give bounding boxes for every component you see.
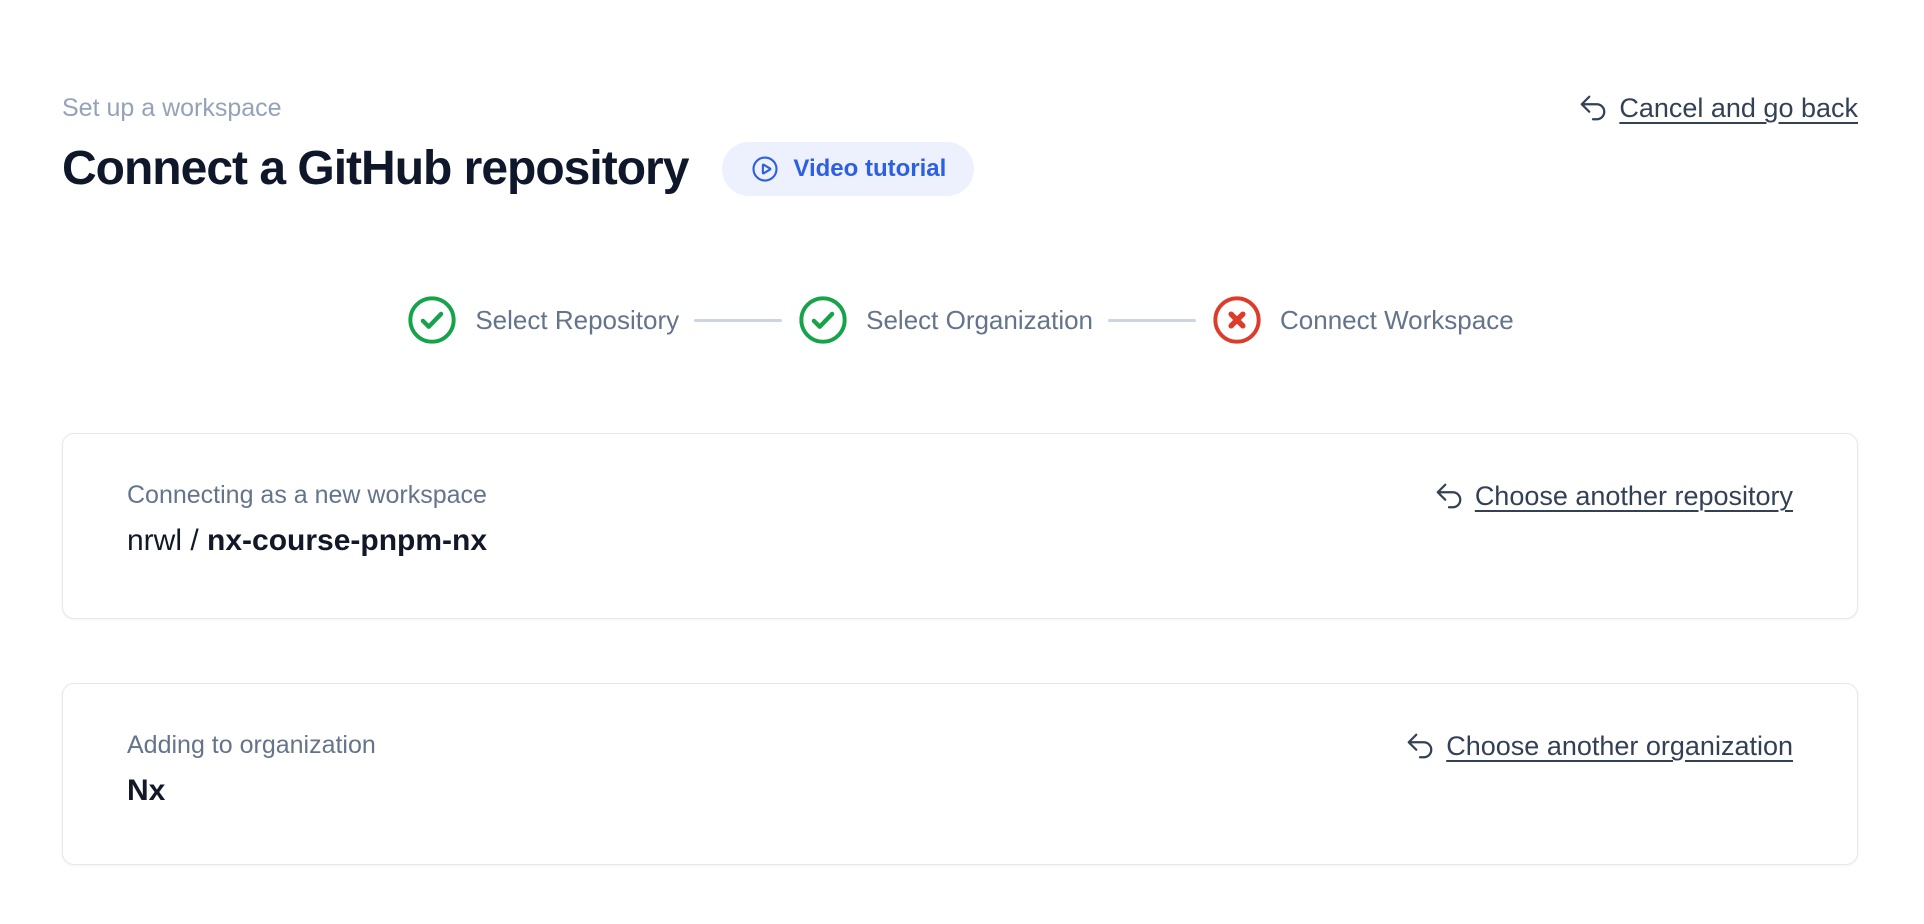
repository-card-info: Connecting as a new workspace nrwl / nx-… xyxy=(127,480,487,559)
check-circle-icon xyxy=(406,294,458,346)
video-tutorial-label: Video tutorial xyxy=(793,155,947,182)
card-label: Connecting as a new workspace xyxy=(127,481,487,509)
organization-card: Adding to organization Nx Choose another… xyxy=(62,683,1858,865)
undo-icon xyxy=(1405,731,1435,761)
undo-icon xyxy=(1434,481,1464,511)
video-tutorial-button[interactable]: Video tutorial xyxy=(722,142,975,196)
card-label: Adding to organization xyxy=(127,731,376,759)
header-left: Set up a workspace Connect a GitHub repo… xyxy=(62,92,975,198)
step-label: Select Repository xyxy=(475,304,680,335)
page-header: Set up a workspace Connect a GitHub repo… xyxy=(62,92,1858,198)
choose-another-repository-label: Choose another repository xyxy=(1474,481,1793,511)
organization-card-info: Adding to organization Nx xyxy=(127,730,376,809)
choose-another-organization-label: Choose another organization xyxy=(1446,731,1793,761)
stepper-connector xyxy=(694,318,783,322)
cancel-and-go-back-link[interactable]: Cancel and go back xyxy=(1578,92,1858,124)
repository-name: nx-course-pnpm-nx xyxy=(207,524,488,557)
organization-name-value: Nx xyxy=(127,773,376,809)
repository-owner: nrwl / xyxy=(127,524,208,557)
step-label: Select Organization xyxy=(866,304,1094,335)
page-title: Connect a GitHub repository xyxy=(62,142,689,195)
cancel-link-label: Cancel and go back xyxy=(1619,93,1858,123)
stepper-connector xyxy=(1108,318,1197,322)
step-label: Connect Workspace xyxy=(1280,304,1514,335)
stepper-step-connect-workspace: Connect Workspace xyxy=(1211,294,1514,346)
undo-icon xyxy=(1578,93,1608,123)
organization-name: Nx xyxy=(127,774,166,807)
repository-full-name: nrwl / nx-course-pnpm-nx xyxy=(127,523,487,559)
page-eyebrow: Set up a workspace xyxy=(62,94,282,122)
stepper-step-select-organization: Select Organization xyxy=(797,294,1093,346)
play-circle-icon xyxy=(750,154,780,184)
title-row: Connect a GitHub repository Video tutori… xyxy=(62,140,975,198)
x-circle-icon xyxy=(1211,294,1263,346)
choose-another-organization-link[interactable]: Choose another organization xyxy=(1405,730,1793,762)
choose-another-repository-link[interactable]: Choose another repository xyxy=(1434,480,1793,512)
stepper-step-select-repository: Select Repository xyxy=(406,294,679,346)
setup-workspace-page: Set up a workspace Connect a GitHub repo… xyxy=(62,92,1858,865)
setup-stepper: Select Repository Select Organization xyxy=(62,294,1858,346)
check-circle-icon xyxy=(797,294,849,346)
repository-card: Connecting as a new workspace nrwl / nx-… xyxy=(62,433,1858,619)
